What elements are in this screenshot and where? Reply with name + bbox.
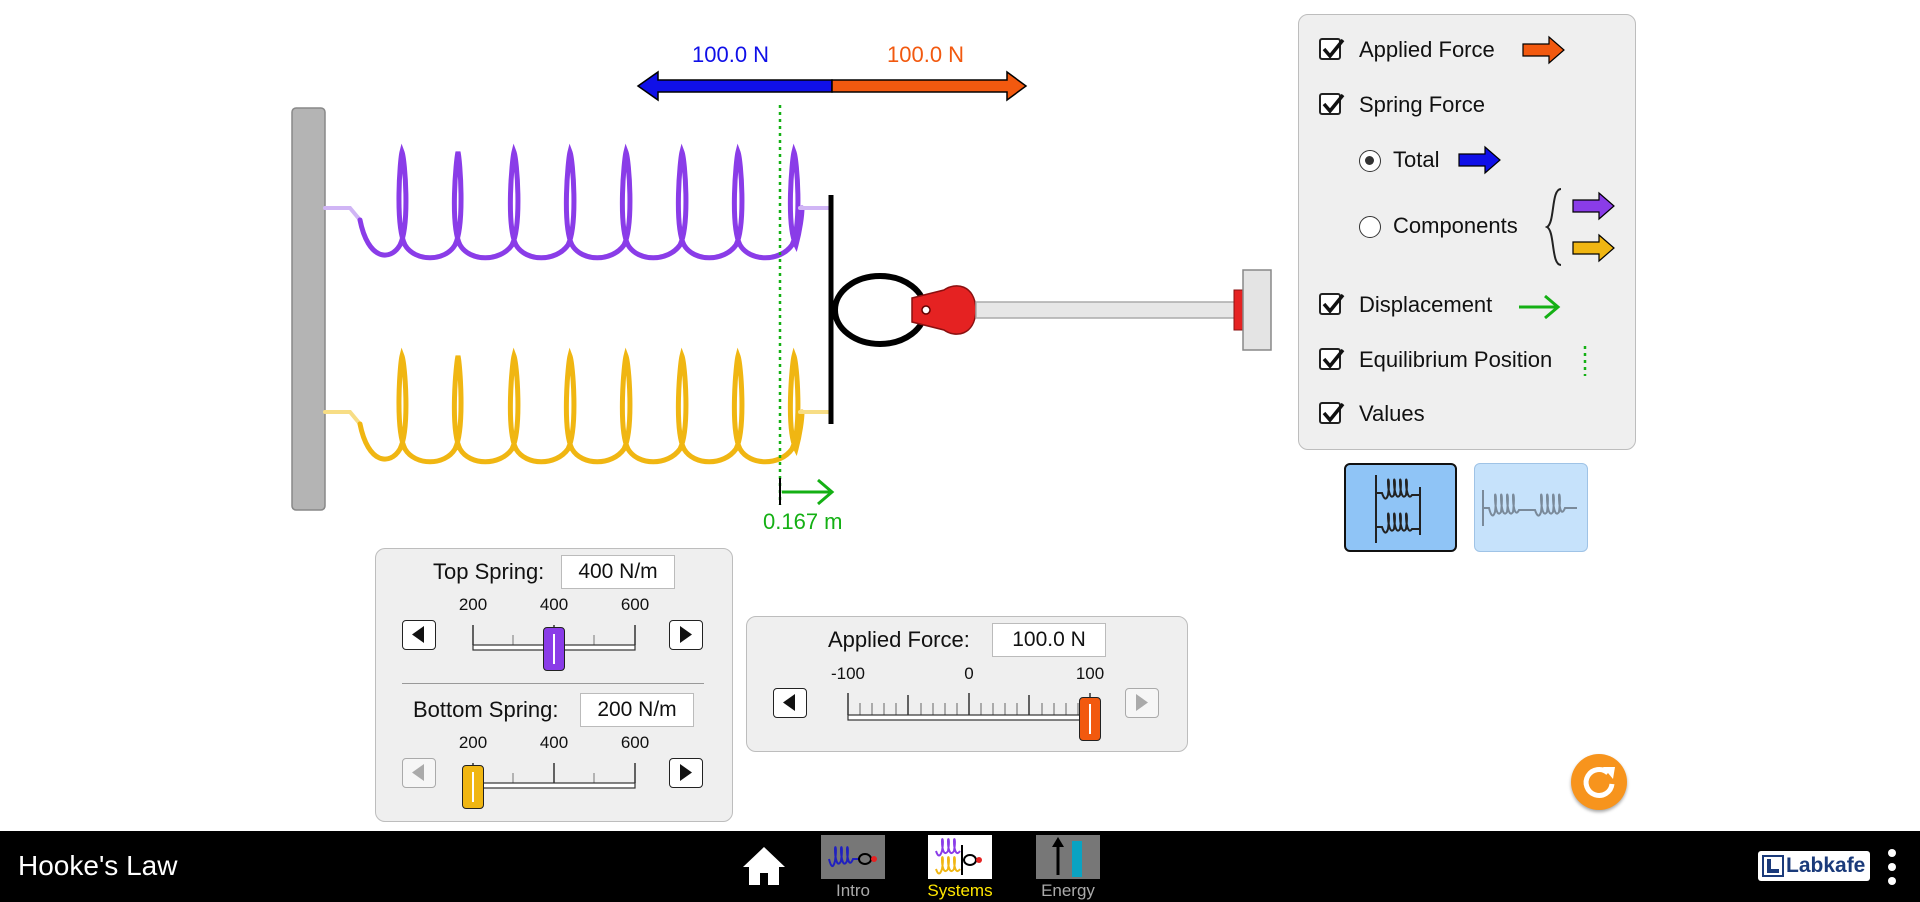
applied-force-panel: Applied Force: 100.0 N -100 0 100 (746, 616, 1188, 752)
top-spring-tick-label: 200 (458, 595, 488, 614)
applied-force-slider-track[interactable] (845, 691, 1095, 731)
displacement-value: 0.167 m (763, 509, 843, 534)
right-triangle-icon (680, 764, 692, 781)
tab-energy[interactable]: Energy (1033, 835, 1103, 901)
tab-intro[interactable]: Intro (818, 835, 888, 901)
displacement-legend-arrow (1519, 294, 1561, 320)
parallel-system-button[interactable] (1344, 463, 1457, 552)
bottom-spring-slider-thumb[interactable] (462, 765, 484, 809)
bottom-spring-label: Bottom Spring: (413, 697, 559, 722)
bottom-spring-slider-track[interactable] (470, 759, 640, 799)
values-option-label: Values (1359, 401, 1425, 426)
spring-constant-panel: Top Spring: 400 N/m 200 400 600 Bottom S… (375, 548, 733, 822)
top-spring-decrease-button[interactable] (402, 620, 436, 650)
applied-force-checkbox[interactable] (1319, 38, 1345, 60)
applied-force-input[interactable]: 100.0 N (992, 623, 1106, 657)
bottom-spring-increase-button[interactable] (669, 758, 703, 788)
series-springs-icon (1482, 490, 1577, 526)
reset-icon (1583, 767, 1615, 798)
energy-icon (1036, 835, 1100, 879)
rod-end-cap (1242, 269, 1272, 351)
equilibrium-legend-line (1583, 346, 1587, 376)
visibility-panel: Applied Force Spring Force Total Compone… (1298, 14, 1636, 450)
equilibrium-position-checkbox[interactable] (1319, 348, 1345, 370)
spring-force-checkbox[interactable] (1319, 93, 1345, 115)
applied-force-arrow (831, 70, 1028, 102)
spring-force-value: 100.0 N (692, 42, 770, 67)
home-icon (743, 847, 785, 885)
bottom-spring-tick-label: 600 (620, 733, 650, 752)
navigation-bar: Hooke's Law Intro Systems (0, 831, 1920, 902)
applied-force-value: 100.0 N (887, 42, 965, 67)
series-system-button[interactable] (1474, 463, 1588, 552)
applied-force-tick-label: 0 (964, 664, 974, 683)
top-spring-slider-thumb[interactable] (543, 627, 565, 671)
intro-icon (821, 835, 885, 879)
home-button[interactable] (740, 843, 788, 889)
applied-force-option-label: Applied Force (1359, 37, 1495, 62)
bottom-spring-legend-arrow (1572, 233, 1615, 263)
top-spring-label: Top Spring: (433, 559, 545, 584)
spring-force-arrow (636, 70, 833, 102)
top-spring (323, 143, 832, 261)
pull-rod (975, 301, 1237, 319)
top-spring-legend-arrow (1572, 191, 1615, 221)
bottom-spring-tick-label: 200 (458, 733, 488, 752)
top-spring-value: 400 N/m (561, 555, 675, 589)
simulation-canvas (291, 70, 1272, 511)
total-option-label: Total (1393, 147, 1440, 172)
brand-logo: Labkafe (1758, 851, 1870, 881)
top-spring-increase-button[interactable] (669, 620, 703, 650)
systems-icon (928, 835, 992, 879)
bottom-spring-tick-label: 400 (539, 733, 569, 752)
displacement-option-label: Displacement (1359, 292, 1493, 317)
displacement-arrow (782, 478, 835, 506)
brand-name: Labkafe (1786, 854, 1866, 877)
bottom-spring (323, 347, 832, 465)
total-radio[interactable] (1359, 150, 1381, 172)
equilibrium-position-option-label: Equilibrium Position (1359, 347, 1553, 372)
panel-divider (402, 683, 704, 684)
applied-force-increase-button[interactable] (1125, 688, 1159, 718)
applied-force-legend-arrow (1522, 35, 1565, 65)
spring-force-option-label: Spring Force (1359, 92, 1485, 117)
applied-force-decrease-button[interactable] (773, 688, 807, 718)
parallel-springs-icon (1375, 475, 1421, 543)
wall (291, 107, 326, 511)
more-vertical-icon (1888, 849, 1896, 885)
components-option-label: Components (1393, 213, 1518, 238)
reset-button[interactable] (1571, 754, 1627, 810)
applied-force-tick-label: -100 (830, 664, 866, 683)
total-legend-arrow (1458, 145, 1501, 175)
left-triangle-icon (412, 626, 424, 643)
components-brace (1545, 188, 1562, 266)
brand-mark-icon (1762, 855, 1784, 877)
displacement-checkbox[interactable] (1319, 293, 1345, 315)
tab-energy-label: Energy (1041, 881, 1095, 900)
left-triangle-icon (412, 764, 424, 781)
components-radio[interactable] (1359, 216, 1381, 238)
right-triangle-icon (1136, 694, 1148, 711)
values-checkbox[interactable] (1319, 402, 1345, 424)
applied-force-label: Applied Force: (828, 627, 970, 652)
tab-systems-label: Systems (927, 881, 993, 900)
left-triangle-icon (783, 694, 795, 711)
bottom-spring-decrease-button[interactable] (402, 758, 436, 788)
top-spring-tick-label: 600 (620, 595, 650, 614)
tab-intro-label: Intro (835, 881, 871, 900)
applied-force-tick-label: 100 (1075, 664, 1105, 683)
top-spring-tick-label: 400 (539, 595, 569, 614)
right-triangle-icon (680, 626, 692, 643)
menu-button[interactable] (1882, 847, 1902, 887)
app-title: Hooke's Law (18, 850, 178, 881)
tab-systems[interactable]: Systems (925, 835, 995, 901)
bottom-spring-value: 200 N/m (580, 693, 694, 727)
applied-force-slider-thumb[interactable] (1079, 697, 1101, 741)
